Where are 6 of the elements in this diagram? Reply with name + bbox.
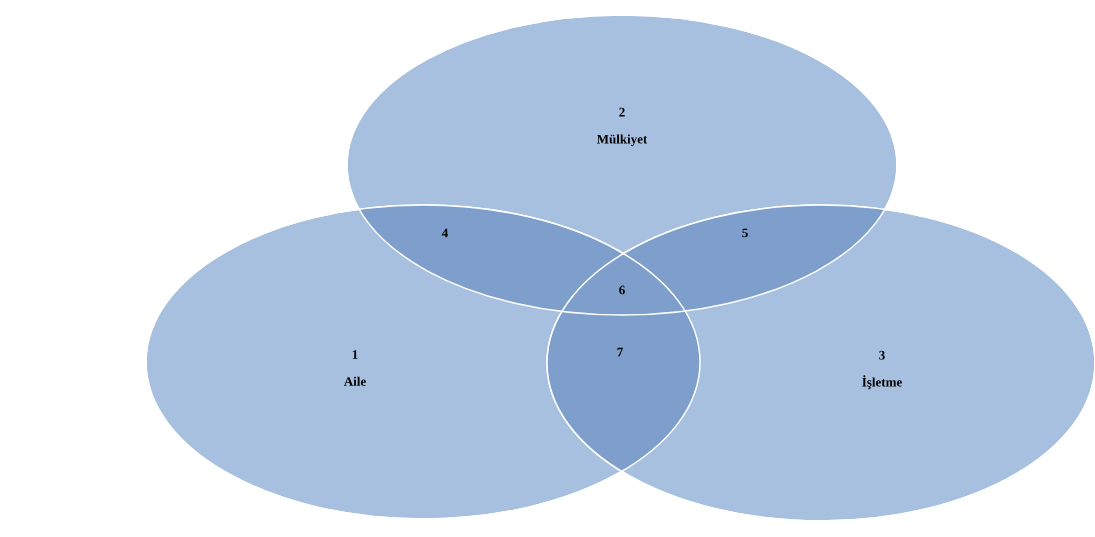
region-number: 5 — [742, 228, 748, 238]
region-number: 4 — [441, 228, 448, 238]
node-label: 3 — [879, 350, 885, 360]
region-number: 6 — [619, 285, 625, 295]
node-label: İşletme — [862, 375, 902, 390]
region-number: 7 — [617, 347, 623, 357]
